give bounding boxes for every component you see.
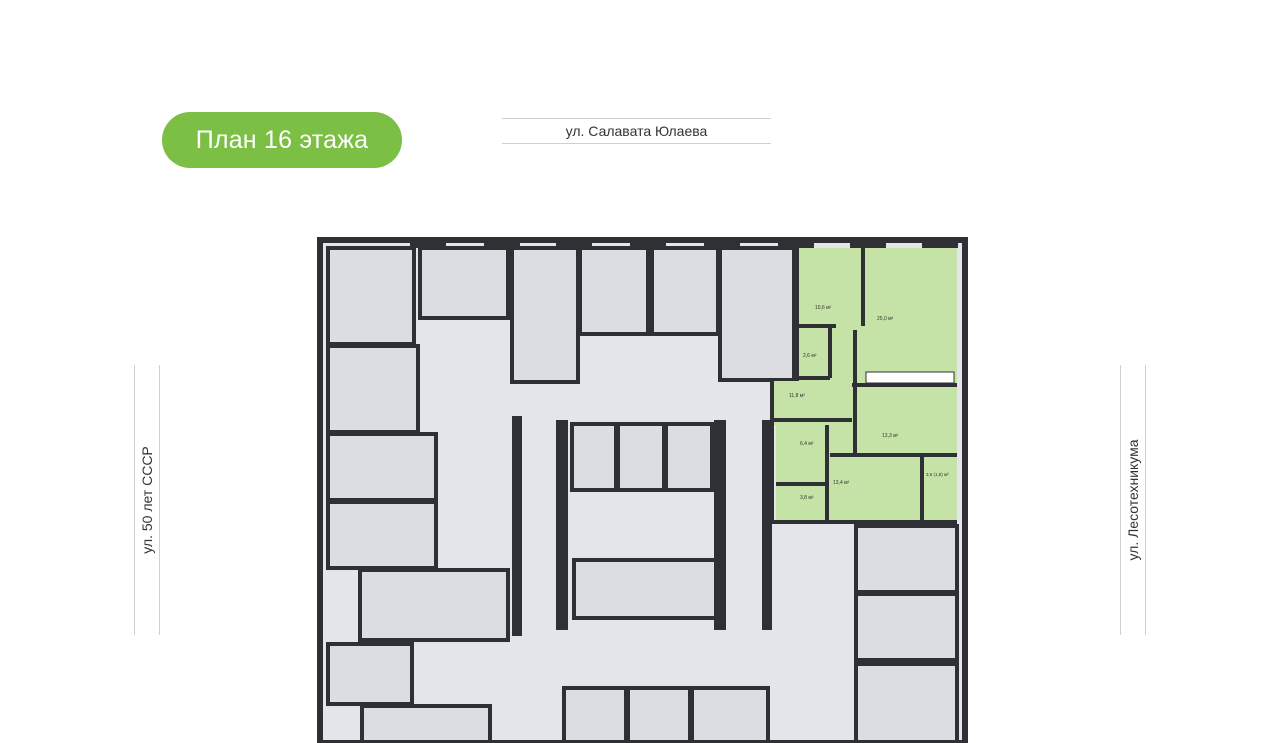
kitchen-counter <box>865 371 955 384</box>
room-area-label: 6,4 м² <box>800 441 814 447</box>
room-area-label: 3,6 (1,8) м² <box>926 472 949 477</box>
room-area-label: 11,8 м² <box>789 393 805 399</box>
other-apartments <box>326 246 959 743</box>
street-label-left: ул. 50 лет СССР <box>134 365 160 635</box>
street-label-right: ул. Лесотехникума <box>1120 365 1146 635</box>
columns <box>410 240 958 636</box>
street-name: ул. Салавата Юлаева <box>565 123 708 139</box>
floor-plan-badge: План 16 этажа <box>162 112 402 168</box>
room-area-label: 25,0 м² <box>877 316 894 322</box>
street-label-top: ул. Салавата Юлаева <box>502 118 771 144</box>
room-area-label: 10,6 м² <box>815 305 832 311</box>
room-area-label: 13,3 м² <box>882 433 899 439</box>
apartment-highlighted[interactable]: 10,6 м² 25,0 м² 2,6 м² 11,8 м² 13,3 м² 6… <box>770 248 957 524</box>
room-area-label: 13,4 м² <box>833 480 850 486</box>
room-area-label: 3,8 м² <box>800 495 814 501</box>
room-area-label: 2,6 м² <box>803 353 817 359</box>
